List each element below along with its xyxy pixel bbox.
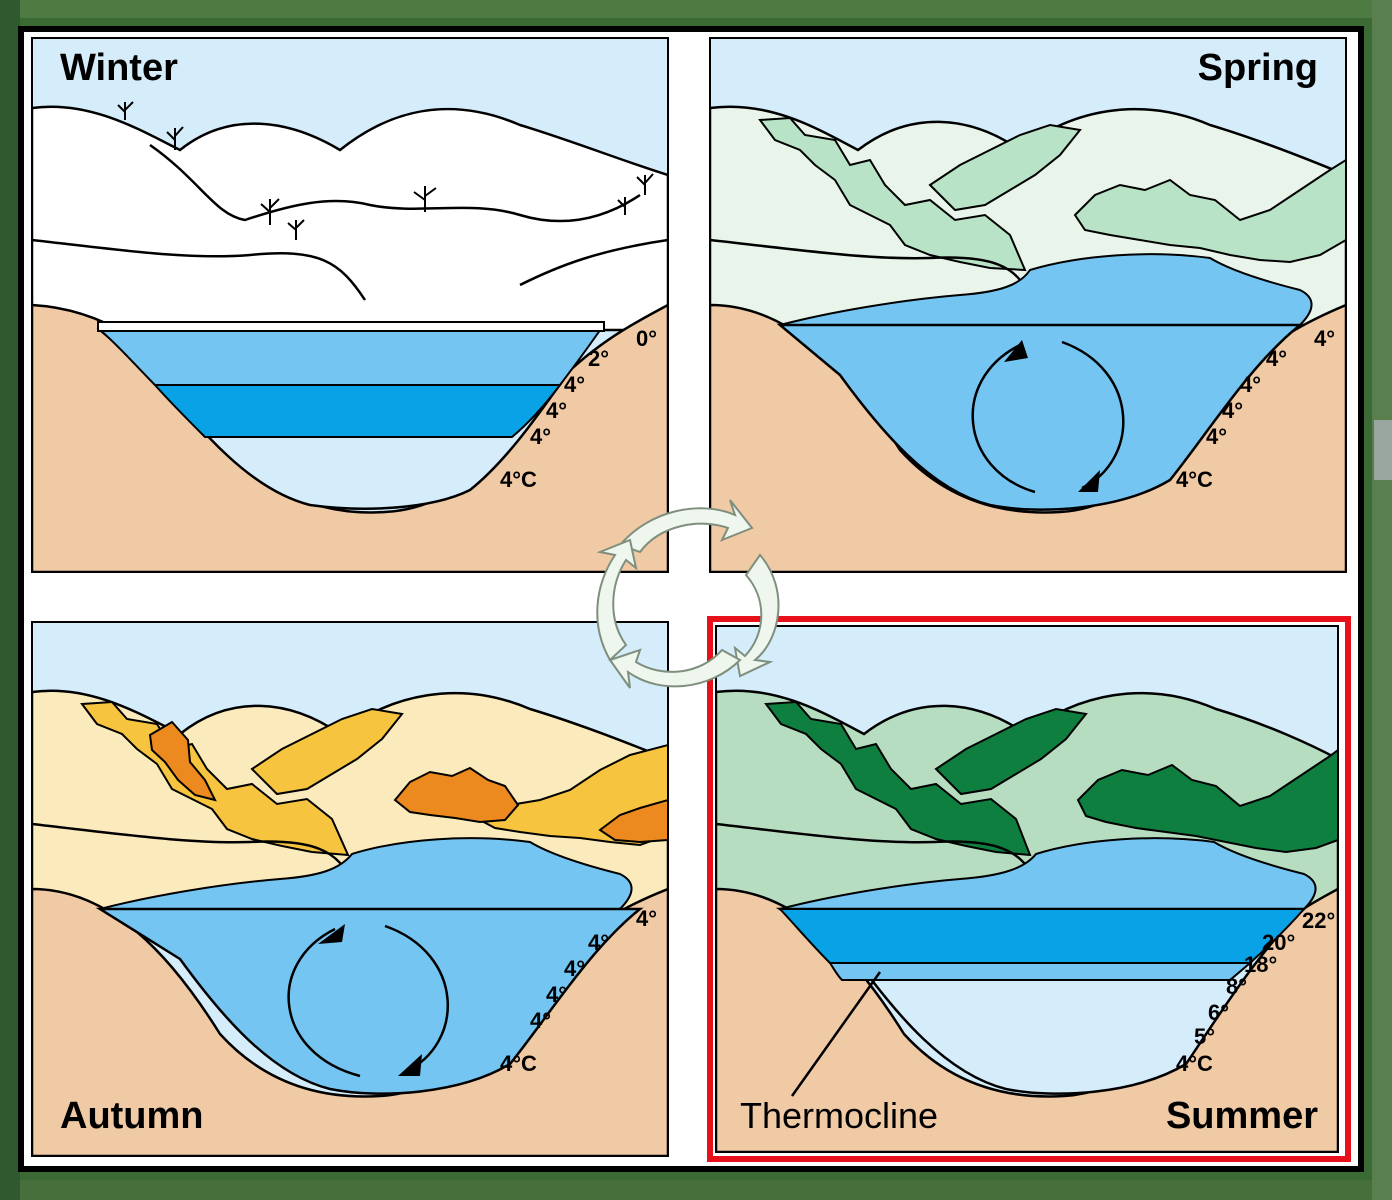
season-cycle-icon: [596, 499, 780, 689]
summer-temp: 8°: [1226, 974, 1247, 999]
summer-temp: 18°: [1244, 952, 1277, 977]
thermocline-pointer: [790, 971, 882, 1097]
spring-temp: 4°: [1206, 424, 1227, 449]
panel-winter: Winter 0° 2° 4° 4° 4° 4°C: [32, 38, 668, 572]
summer-temp: 4°C: [1176, 1051, 1213, 1076]
bare-tree-icon: [117, 101, 654, 240]
winter-temp: 4°: [564, 372, 585, 397]
panel-summer: Thermocline Summer 22° 20° 18° 8° 6° 5° …: [716, 626, 1338, 1152]
winter-title: Winter: [60, 47, 178, 89]
autumn-temp: 4°C: [500, 1051, 537, 1076]
spring-temp: 4°: [1266, 346, 1287, 371]
autumn-temp: 4°: [530, 1008, 551, 1033]
winter-temp: 0°: [636, 326, 657, 351]
summer-temp: 20°: [1262, 930, 1295, 955]
summer-temp: 22°: [1302, 908, 1335, 933]
spring-temp: 4°: [1240, 372, 1261, 397]
autumn-temp: 4°: [546, 982, 567, 1007]
autumn-temp: 4°: [588, 930, 609, 955]
summer-temp: 5°: [1194, 1024, 1215, 1049]
spring-title: Spring: [1198, 47, 1318, 89]
winter-temp: 4°: [530, 424, 551, 449]
spring-temp: 4°: [1314, 326, 1335, 351]
autumn-temp: 4°: [636, 906, 657, 931]
summer-title: Summer: [1166, 1095, 1318, 1137]
spring-temp: 4°C: [1176, 467, 1213, 492]
autumn-title: Autumn: [60, 1095, 204, 1137]
panel-spring: Spring 4° 4° 4° 4° 4° 4°C: [710, 38, 1346, 572]
winter-temp: 2°: [588, 346, 609, 371]
winter-temp: 4°C: [500, 467, 537, 492]
summer-temp: 6°: [1208, 1000, 1229, 1025]
summer-highlight-box: [707, 616, 1351, 1162]
thermocline-label: Thermocline: [740, 1095, 938, 1136]
autumn-temp: 4°: [564, 956, 585, 981]
winter-temp: 4°: [546, 398, 567, 423]
spring-temp: 4°: [1222, 398, 1243, 423]
panel-autumn: Autumn 4° 4° 4° 4° 4° 4°C: [32, 622, 668, 1156]
